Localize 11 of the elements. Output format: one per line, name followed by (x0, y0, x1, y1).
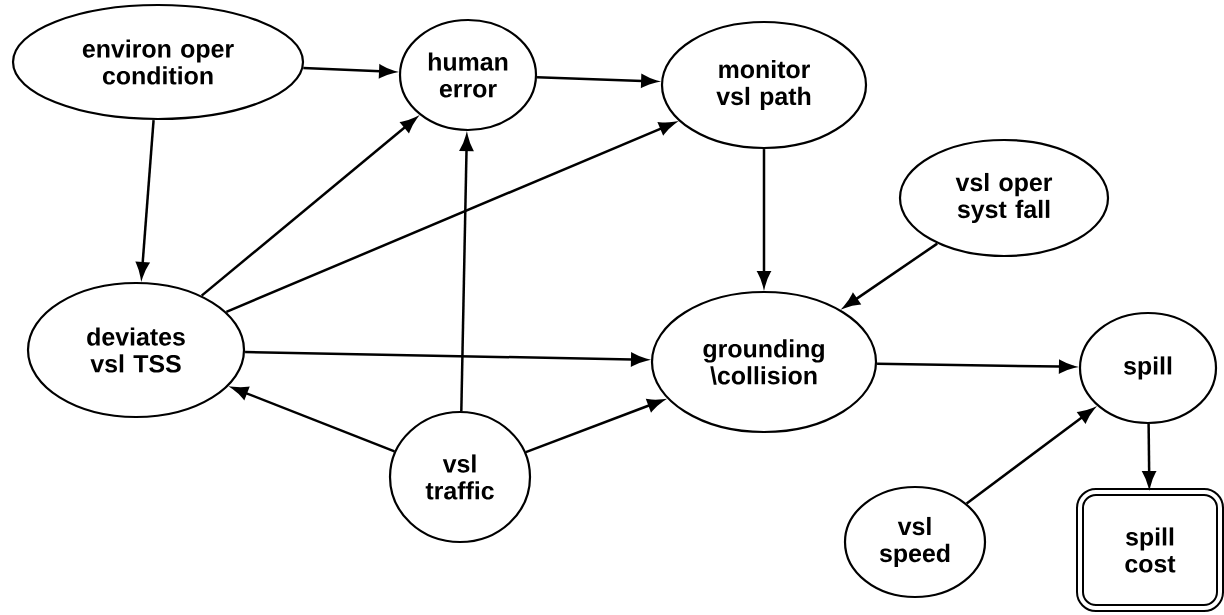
arrow (1142, 424, 1156, 488)
arrow (136, 119, 155, 279)
arrow (225, 121, 676, 313)
arrow (843, 242, 938, 308)
arrow (303, 64, 396, 78)
arrow (200, 117, 417, 297)
arrow (525, 399, 664, 454)
rounded-box: spill cost (1076, 488, 1224, 612)
arrow (245, 350, 648, 367)
arrow (965, 407, 1095, 505)
arrow (231, 386, 395, 453)
